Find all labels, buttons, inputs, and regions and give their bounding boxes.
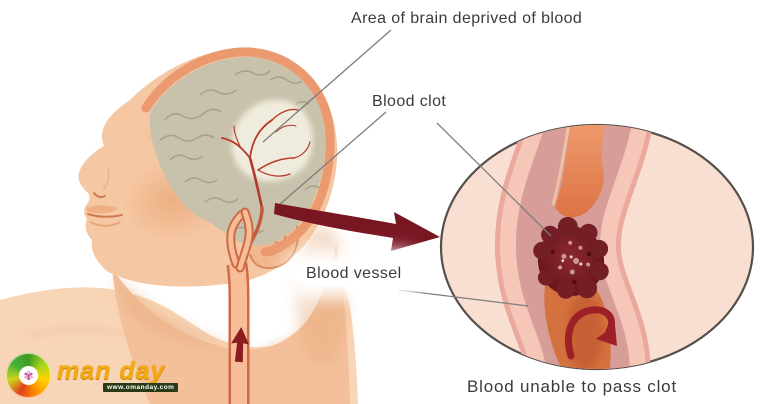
magnified-inset: [439, 123, 755, 371]
leader-blood-clot-inset: [436, 122, 552, 237]
skull-rim: [141, 47, 335, 257]
omanday-logo-icon: ✾: [6, 353, 51, 398]
blood-flow-up-arrow: [231, 327, 250, 363]
label-blood-clot: Blood clot: [372, 93, 447, 110]
logo-brand-text: man day: [57, 357, 166, 385]
blocked-flow-arrow: [565, 306, 617, 360]
label-blood-vessel: Blood vessel: [296, 262, 412, 286]
nostril: [93, 192, 106, 198]
leader-lines: [262, 29, 552, 307]
logo-url-text: www.omanday.com: [103, 383, 179, 392]
brain: [149, 56, 325, 246]
label-area-of-brain: Area of brain deprived of blood: [351, 10, 583, 27]
zoom-arrow: [274, 203, 440, 251]
leader-blood-clot-head: [278, 111, 387, 206]
blood-clot-shape: [533, 216, 609, 299]
head-illustration: [0, 47, 358, 404]
lips: [87, 205, 118, 214]
leader-blood-vessel: [398, 289, 529, 307]
omanday-logo: ✾ man day www.omanday.com: [6, 353, 179, 398]
flower-icon: ✾: [23, 368, 34, 383]
label-blood-unable: Blood unable to pass clot: [467, 377, 677, 396]
leader-area-of-brain: [262, 29, 392, 143]
carotid-artery: [226, 206, 264, 404]
brain-arteries: [221, 108, 311, 210]
